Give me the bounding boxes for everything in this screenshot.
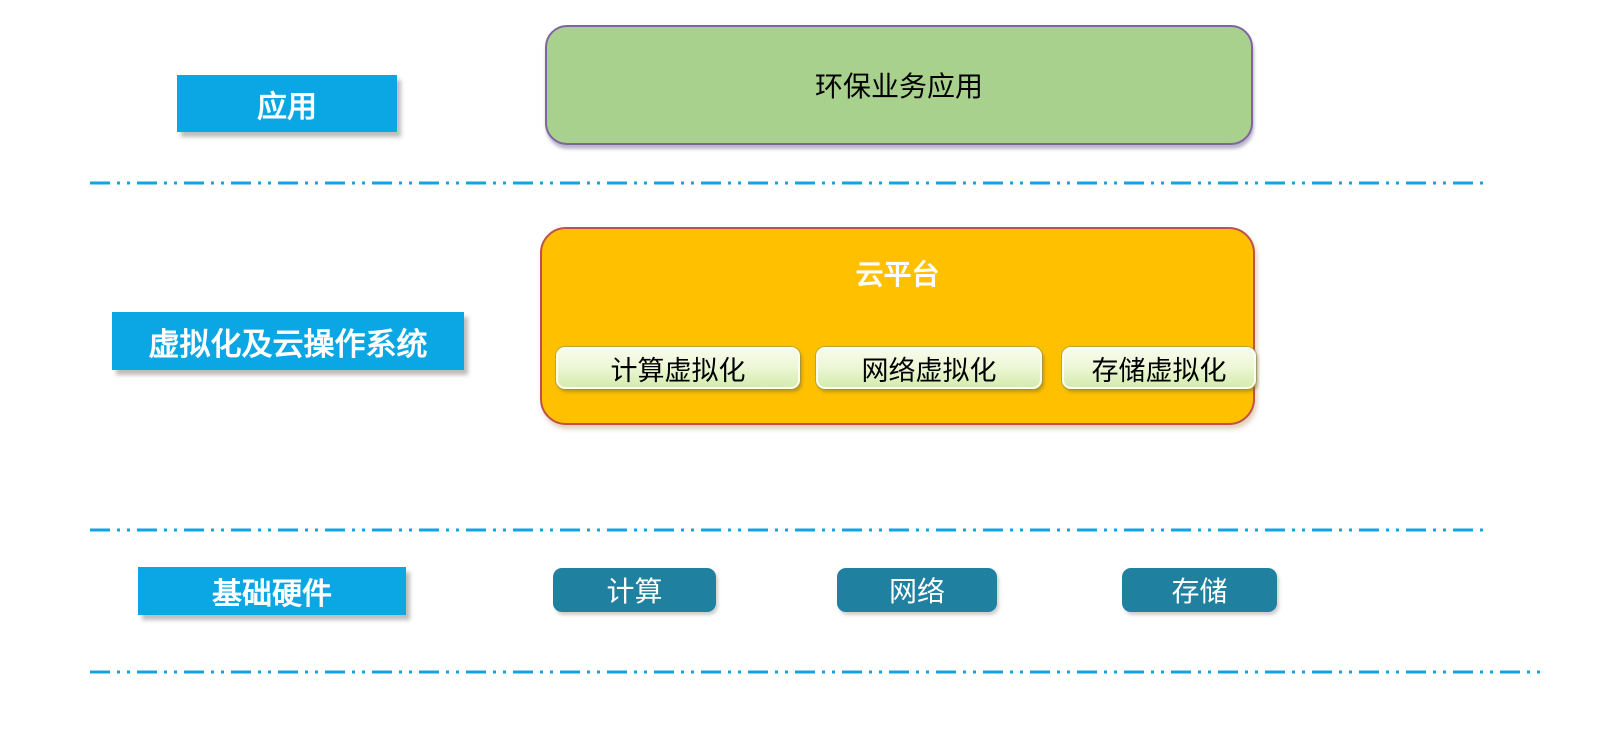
virtualization-layer-label: 虚拟化及云操作系统 [112,312,464,370]
cloud-platform-title: 云平台 [855,259,940,290]
compute-virtualization-module: 计算虚拟化 [556,347,800,389]
application-layer-label: 应用 [177,75,397,132]
separator-line-middle [90,528,1490,532]
separator-line-top [90,181,1490,185]
separator-line-bottom [90,670,1540,674]
network-virtualization-module: 网络虚拟化 [816,347,1042,389]
storage-hardware-box: 存储 [1122,568,1277,612]
hardware-layer-label: 基础硬件 [138,567,406,615]
network-hardware-box: 网络 [837,568,997,612]
environmental-business-application-box: 环保业务应用 [545,25,1253,145]
cloud-platform-box: 云平台 计算虚拟化 网络虚拟化 存储虚拟化 [540,227,1256,425]
storage-virtualization-module: 存储虚拟化 [1062,347,1256,389]
compute-hardware-box: 计算 [553,568,716,612]
